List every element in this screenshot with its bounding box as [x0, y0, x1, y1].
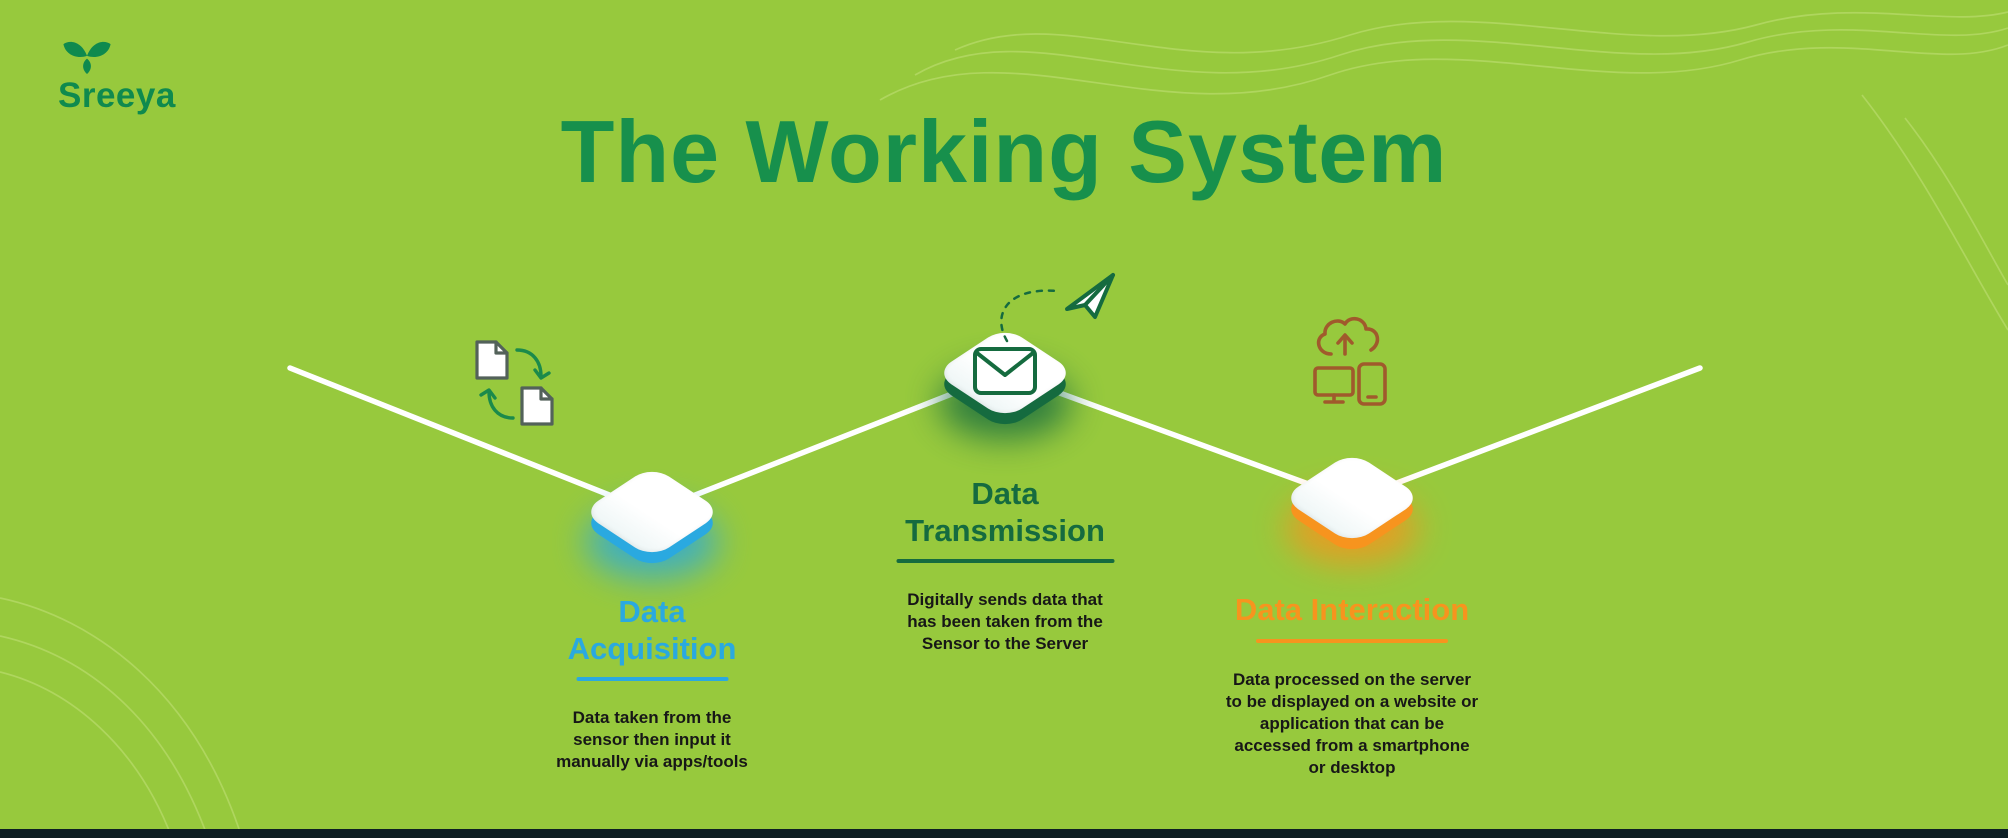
sreeya-logo-icon: [63, 41, 111, 75]
step-underline: [896, 559, 1114, 564]
step-title: Data Interaction: [1234, 592, 1470, 627]
logo: Sreeya: [58, 32, 176, 113]
step-data-interaction: Data Interaction Data processed on the s…: [1225, 592, 1479, 779]
step-description: Digitally sends data that has been taken…: [907, 590, 1103, 654]
documents-sync-icon: [475, 340, 554, 426]
step-title: Data Transmission: [905, 476, 1105, 548]
cloud-devices-icon: [1313, 316, 1387, 406]
page-title: The Working System: [560, 102, 1448, 201]
step-description: Data taken from the sensor then input it…: [556, 708, 748, 772]
bottom-strip: [0, 829, 2008, 838]
step-data-transmission: Data Transmission Digitally sends data t…: [888, 476, 1123, 655]
logo-text: Sreeya: [58, 76, 176, 115]
mail-send-icon: [973, 273, 1115, 395]
step-data-acquisition: Data Acquisition Data taken from the sen…: [535, 594, 770, 773]
step-description: Data processed on the server to be displ…: [1225, 669, 1479, 777]
step-underline: [576, 677, 728, 682]
step-underline: [1256, 638, 1448, 643]
step-title: Data Acquisition: [567, 594, 737, 666]
